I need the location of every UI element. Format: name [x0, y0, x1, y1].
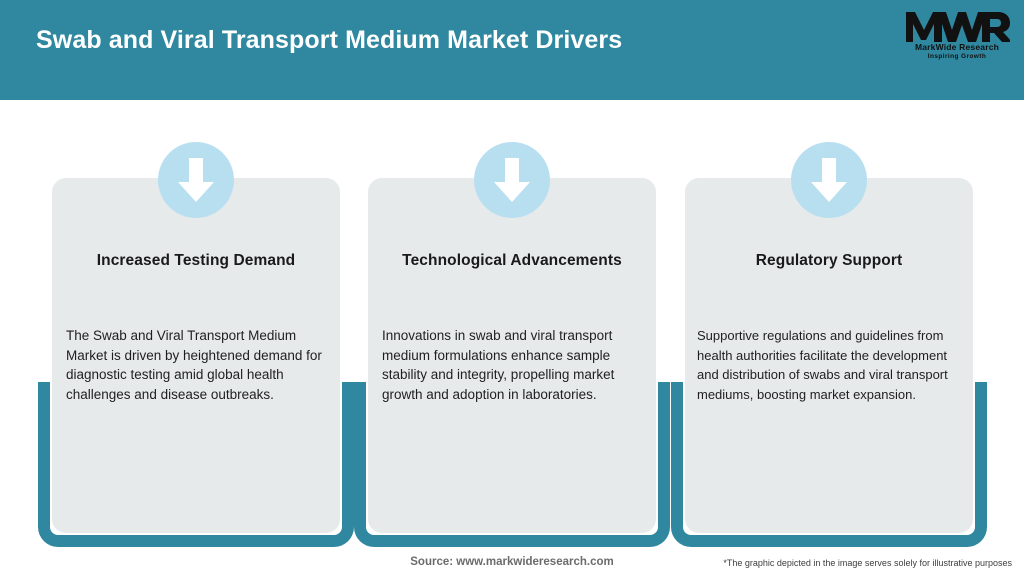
down-arrow-icon: [791, 142, 867, 218]
card-title: Increased Testing Demand: [96, 252, 296, 269]
card-body-text: The Swab and Viral Transport Medium Mark…: [66, 328, 322, 402]
disclaimer-note: *The graphic depicted in the image serve…: [723, 558, 1012, 568]
card-body-text: Supportive regulations and guidelines fr…: [697, 328, 948, 402]
driver-card-3[interactable]: Regulatory Support Supportive regulation…: [671, 142, 987, 547]
page-title: Swab and Viral Transport Medium Market D…: [36, 26, 623, 54]
card-accent-frame: [671, 382, 987, 547]
down-arrow-icon: [158, 142, 234, 218]
card-accent-frame: [354, 382, 670, 547]
source-label: Source: www.markwideresearch.com: [410, 556, 614, 568]
markwide-research-logo: MarkWide Research Inspiring Growth: [904, 8, 1012, 66]
card-panel: Regulatory Support Supportive regulation…: [685, 178, 973, 533]
logo-company-name: MarkWide Research: [914, 42, 1000, 52]
card-panel: Technological Advancements Innovations i…: [368, 178, 656, 533]
card-accent-frame: [38, 382, 354, 547]
mwr-logo-mark: [904, 8, 1012, 44]
driver-card-1[interactable]: Increased Testing Demand The Swab and Vi…: [38, 142, 354, 547]
down-arrow-icon: [474, 142, 550, 218]
card-title: Regulatory Support: [755, 252, 903, 269]
card-panel: Increased Testing Demand The Swab and Vi…: [52, 178, 340, 533]
header-bar: Swab and Viral Transport Medium Market D…: [0, 0, 1024, 100]
card-body-text: Innovations in swab and viral transport …: [382, 328, 615, 402]
card-title: Technological Advancements: [402, 252, 622, 269]
driver-card-2[interactable]: Technological Advancements Innovations i…: [354, 142, 670, 547]
logo-tagline: Inspiring Growth: [927, 53, 987, 60]
